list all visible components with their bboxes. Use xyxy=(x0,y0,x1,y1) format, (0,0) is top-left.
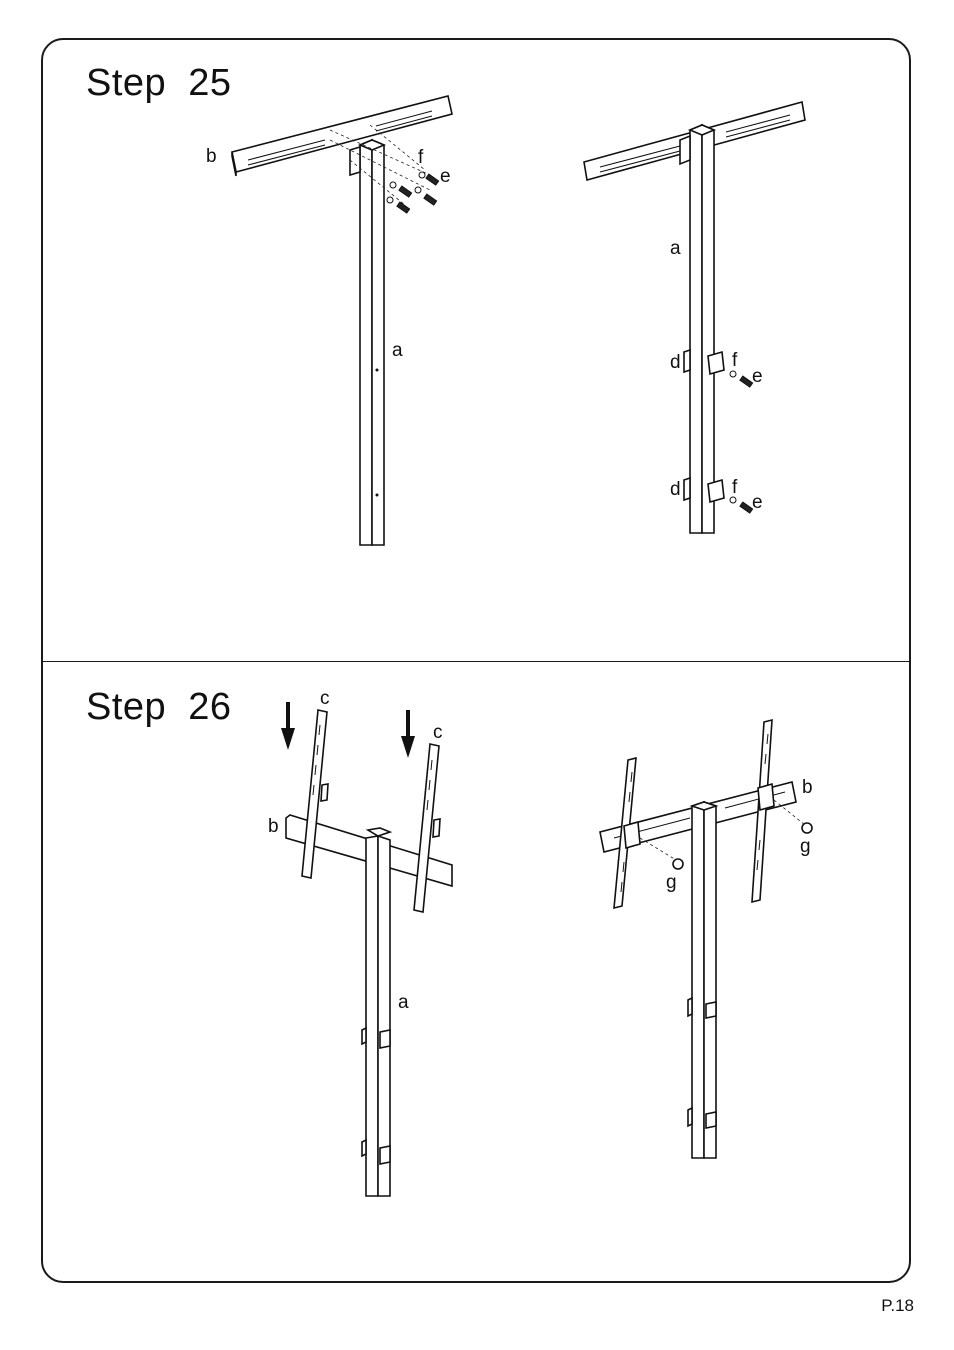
label-f: f xyxy=(732,477,738,498)
down-arrow-icon xyxy=(281,702,295,750)
label-f: f xyxy=(732,350,738,371)
label-b: b xyxy=(268,816,279,837)
label-e: e xyxy=(752,492,763,513)
label-a: a xyxy=(392,340,403,361)
label-c: c xyxy=(320,688,330,709)
label-c: c xyxy=(433,722,443,743)
step26-right-diagram: b g g xyxy=(600,720,813,1158)
label-g: g xyxy=(800,836,811,857)
down-arrow-icon xyxy=(401,710,415,758)
label-e: e xyxy=(752,366,763,387)
label-d: d xyxy=(670,479,681,500)
label-b: b xyxy=(802,777,813,798)
label-a: a xyxy=(398,992,409,1013)
label-f: f xyxy=(418,147,424,168)
step25-left-diagram: b f e a xyxy=(206,96,452,545)
label-b: b xyxy=(206,146,217,167)
step26-left-diagram: c c b a xyxy=(268,688,452,1196)
page-number: P.18 xyxy=(881,1296,914,1316)
label-a: a xyxy=(670,238,681,259)
label-e: e xyxy=(440,166,451,187)
label-g: g xyxy=(666,872,677,893)
step25-right-diagram: a d f e d f e xyxy=(584,102,805,533)
label-d: d xyxy=(670,352,681,373)
